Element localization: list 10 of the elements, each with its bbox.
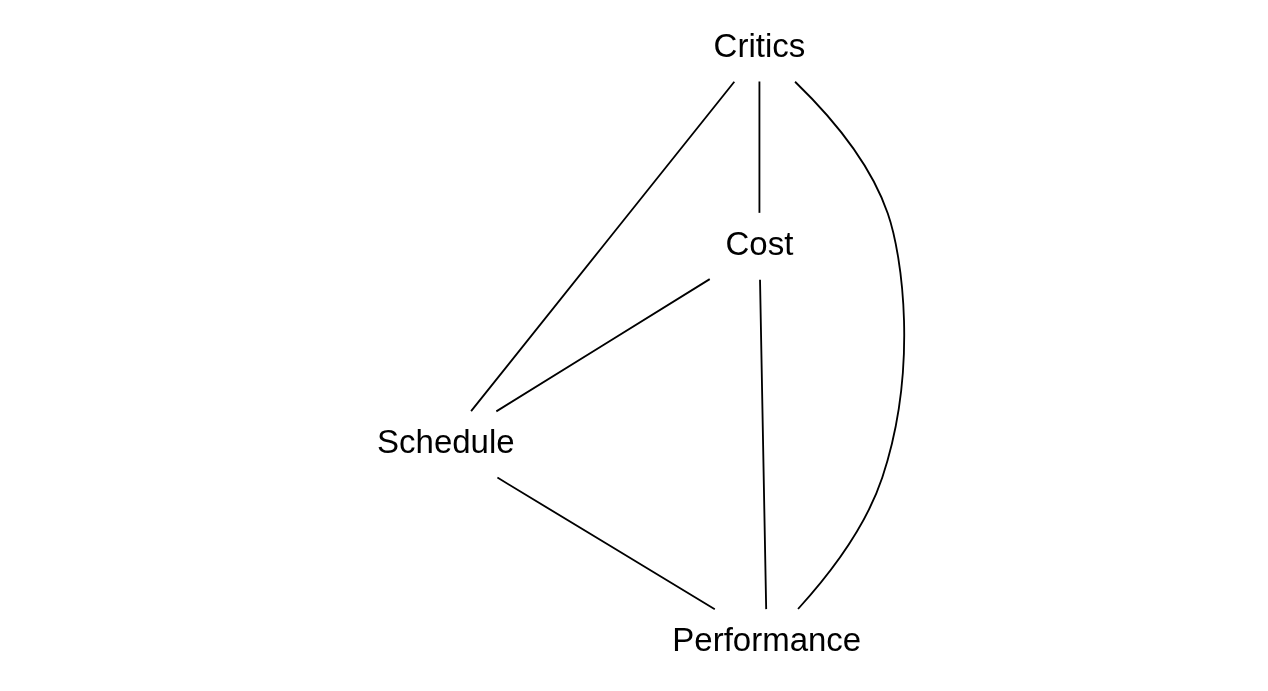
node-text: Critics [713,26,806,64]
connector [496,476,716,611]
node-text: Cost [725,224,794,262]
connector [470,80,736,412]
connector [758,80,761,214]
node-text: Performance [672,620,862,658]
node-text: Schedule [377,422,515,460]
connector [794,80,905,610]
connector [495,278,711,413]
connector [759,278,768,611]
